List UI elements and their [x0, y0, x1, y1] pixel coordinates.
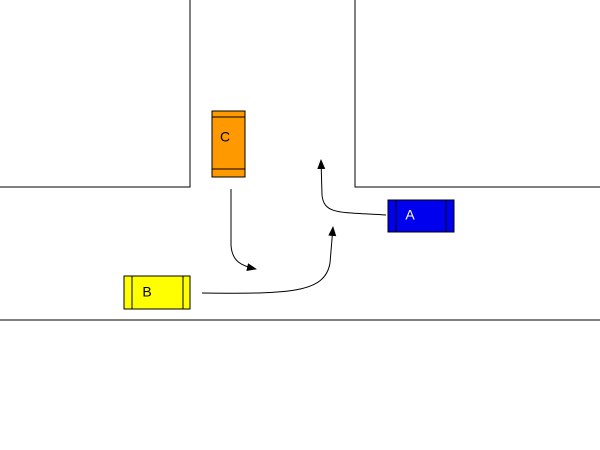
vehicle-b-label: B	[142, 284, 151, 300]
path-arrow-a	[317, 159, 387, 216]
vehicle-a: A	[387, 199, 455, 233]
vehicle-a-body	[387, 199, 455, 233]
vehicle-a-label: A	[405, 207, 415, 223]
vehicle-c-body	[211, 110, 246, 178]
vehicle-c-label: C	[220, 129, 230, 145]
road-edge-top-right	[354, 0, 600, 188]
movement-paths	[201, 159, 387, 294]
vehicle-b-body	[123, 275, 191, 310]
road-edge-top-left	[0, 0, 191, 188]
vehicle-c: C	[211, 110, 246, 178]
road-edges	[0, 0, 600, 321]
vehicle-b: B	[123, 275, 191, 310]
path-arrow-b	[201, 226, 337, 294]
path-arrow-c	[230, 189, 257, 272]
